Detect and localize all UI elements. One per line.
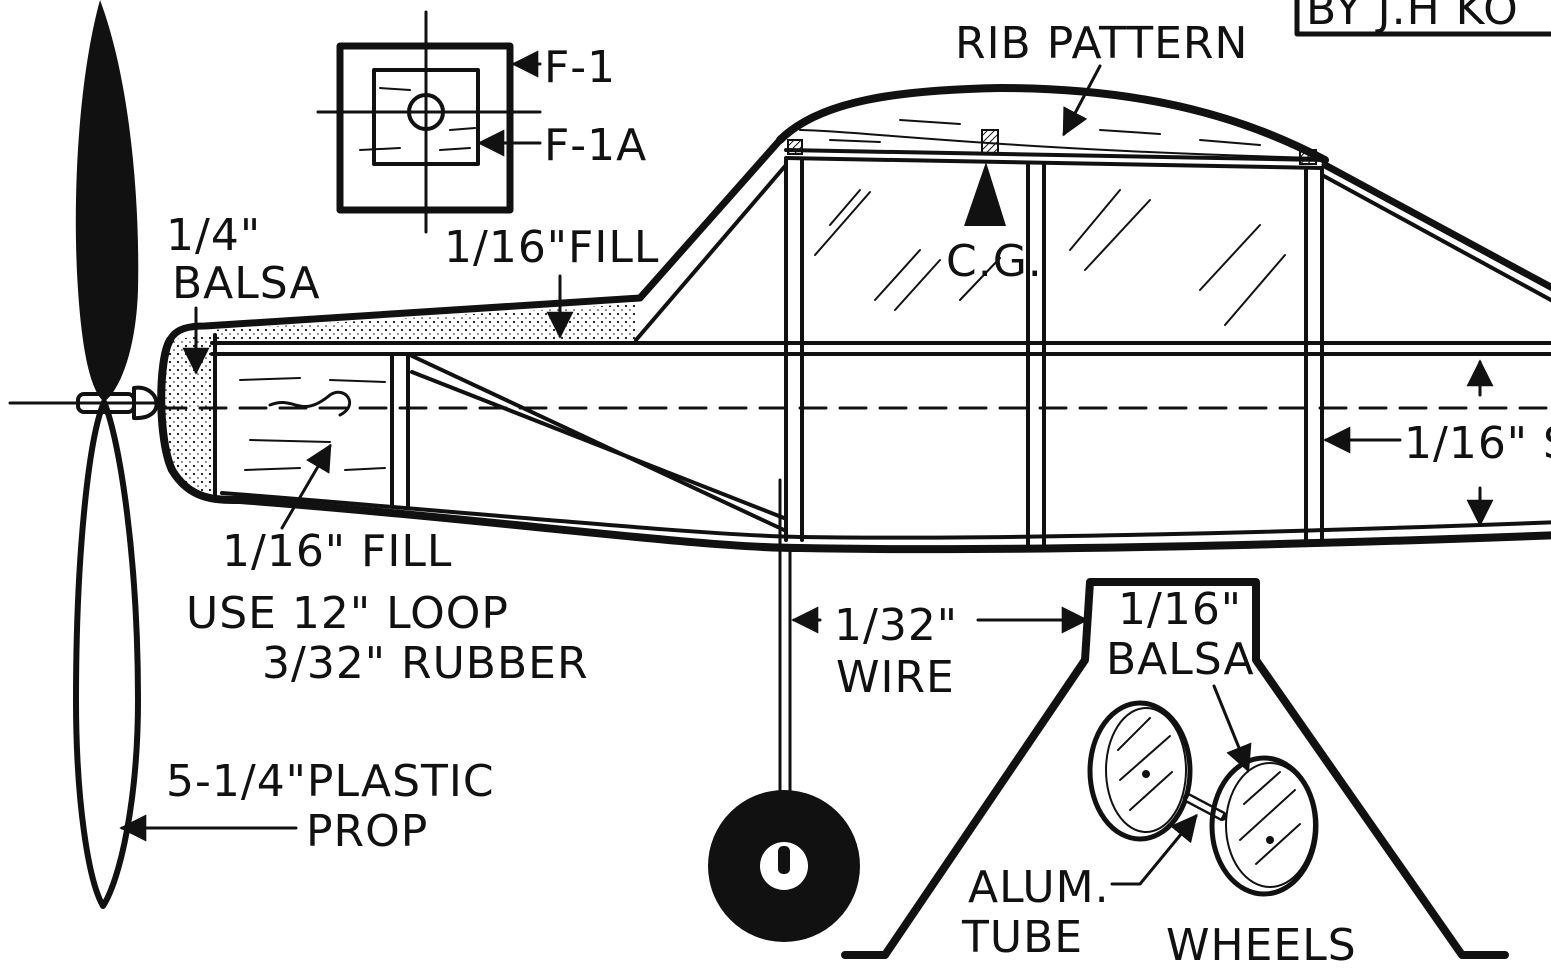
label-wire-2: WIRE	[836, 652, 955, 703]
label-sq: 1/16" SQ	[1404, 418, 1551, 469]
wing-rib: RIB PATTERN	[776, 18, 1329, 165]
label-quarter-balsa-2: BALSA	[172, 258, 321, 309]
fuselage	[157, 136, 1551, 554]
label-fill-top: 1/16"FILL	[444, 222, 659, 273]
label-f1: F-1	[544, 42, 616, 93]
prop-labels: 5-1/4"PLASTIC PROP	[119, 756, 495, 857]
label-loop-2: 3/32" RUBBER	[262, 638, 589, 689]
label-loop-1: USE 12" LOOP	[186, 588, 509, 639]
label-cg: C.G.	[946, 236, 1043, 287]
title-box: BY J.H KO	[1294, 0, 1551, 37]
sq-dimension: 1/16" SQ	[1323, 359, 1551, 527]
label-alum-1: ALUM.	[968, 862, 1110, 913]
label-rib-pattern: RIB PATTERN	[955, 18, 1248, 69]
balsa-stand: 1/16" BALSA	[841, 578, 1509, 959]
label-tail-balsa-1: 1/16"	[1118, 584, 1242, 635]
nose-labels: 1/4" BALSA 1/16"FILL 1/16" FILL USE 12" …	[166, 210, 659, 689]
propeller	[8, 0, 162, 909]
former-f1-detail: F-1 F-1A	[316, 10, 647, 234]
label-alum-2: TUBE	[961, 912, 1083, 963]
label-quarter-balsa-1: 1/4"	[166, 210, 261, 261]
cg-marker: C.G.	[946, 162, 1043, 287]
label-tail-balsa-2: BALSA	[1106, 634, 1255, 685]
label-wire-1: 1/32"	[834, 600, 958, 651]
wheels-detail: ALUM. TUBE WHEELS	[961, 700, 1357, 971]
label-prop-1: 5-1/4"PLASTIC	[166, 756, 495, 807]
label-wheels: WHEELS	[1166, 920, 1357, 971]
label-fill-nose: 1/16" FILL	[222, 526, 452, 577]
label-f1a: F-1A	[544, 120, 647, 171]
title-text: BY J.H KO	[1306, 0, 1519, 35]
landing-gear: 1/32" WIRE	[708, 478, 1089, 942]
label-prop-2: PROP	[306, 806, 428, 857]
